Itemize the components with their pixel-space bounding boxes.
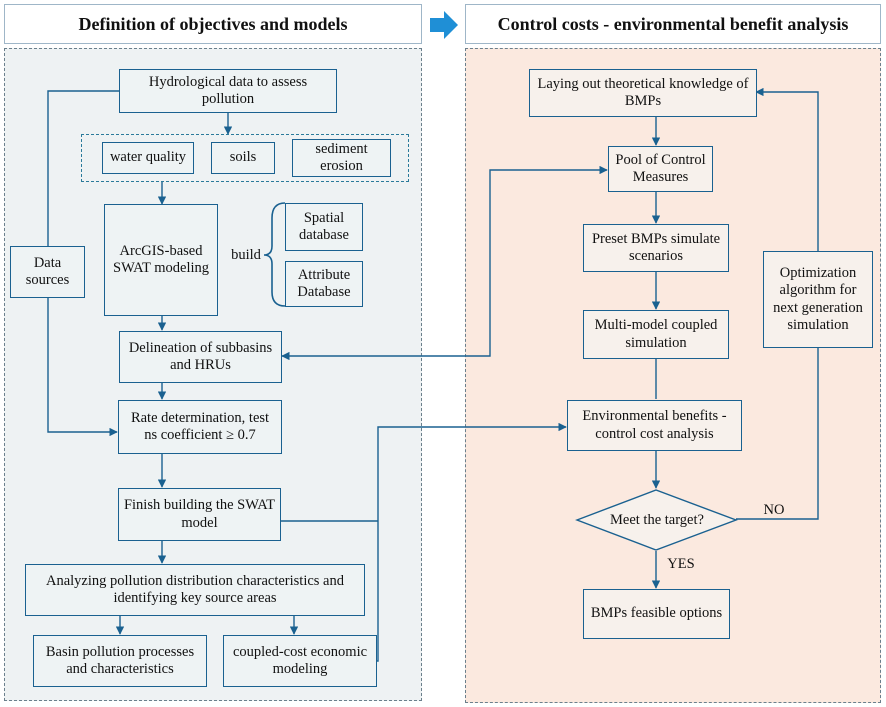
rate-determination-box: Rate determination, test ns coefficient … (118, 400, 282, 454)
delineation-box: Delineation of subbasins and HRUs (119, 331, 282, 383)
analyzing-pollution-box: Analyzing pollution distribution charact… (25, 564, 365, 616)
meet-target-label: Meet the target? (610, 511, 704, 528)
pool-control-measures-box: Pool of Control Measures (608, 146, 713, 192)
arcgis-swat-box: ArcGIS-based SWAT modeling (104, 204, 218, 316)
water-quality-box: water quality (102, 142, 194, 174)
attribute-database-box: Attribute Database (285, 261, 363, 307)
build-label: build (231, 246, 261, 263)
yes-label: YES (667, 555, 695, 572)
spatial-database-box: Spatial database (285, 203, 363, 251)
hydrological-data-box: Hydrological data to assess pollution (119, 69, 337, 113)
no-label: NO (763, 501, 785, 518)
basin-pollution-box: Basin pollution processes and characteri… (33, 635, 207, 687)
left-header: Definition of objectives and models (4, 4, 422, 44)
data-types-group (81, 134, 409, 182)
coupled-cost-box: coupled-cost economic modeling (223, 635, 377, 687)
bmps-feasible-box: BMPs feasible options (583, 589, 730, 639)
meet-target-decision (575, 489, 738, 551)
preset-bmps-box: Preset BMPs simulate scenarios (583, 224, 729, 272)
optimization-algorithm-box: Optimization algorithm for next generati… (763, 251, 873, 348)
multi-model-box: Multi-model coupled simulation (583, 310, 729, 359)
soils-box: soils (211, 142, 275, 174)
right-arrow-icon (430, 11, 458, 39)
sediment-erosion-box: sediment erosion (292, 139, 391, 177)
laying-out-bmps-box: Laying out theoretical knowledge of BMPs (529, 69, 757, 117)
right-header: Control costs - environmental benefit an… (465, 4, 881, 44)
finish-swat-box: Finish building the SWAT model (118, 488, 281, 541)
data-sources-box: Data sources (10, 246, 85, 298)
environmental-benefits-box: Environmental benefits - control cost an… (567, 400, 742, 451)
